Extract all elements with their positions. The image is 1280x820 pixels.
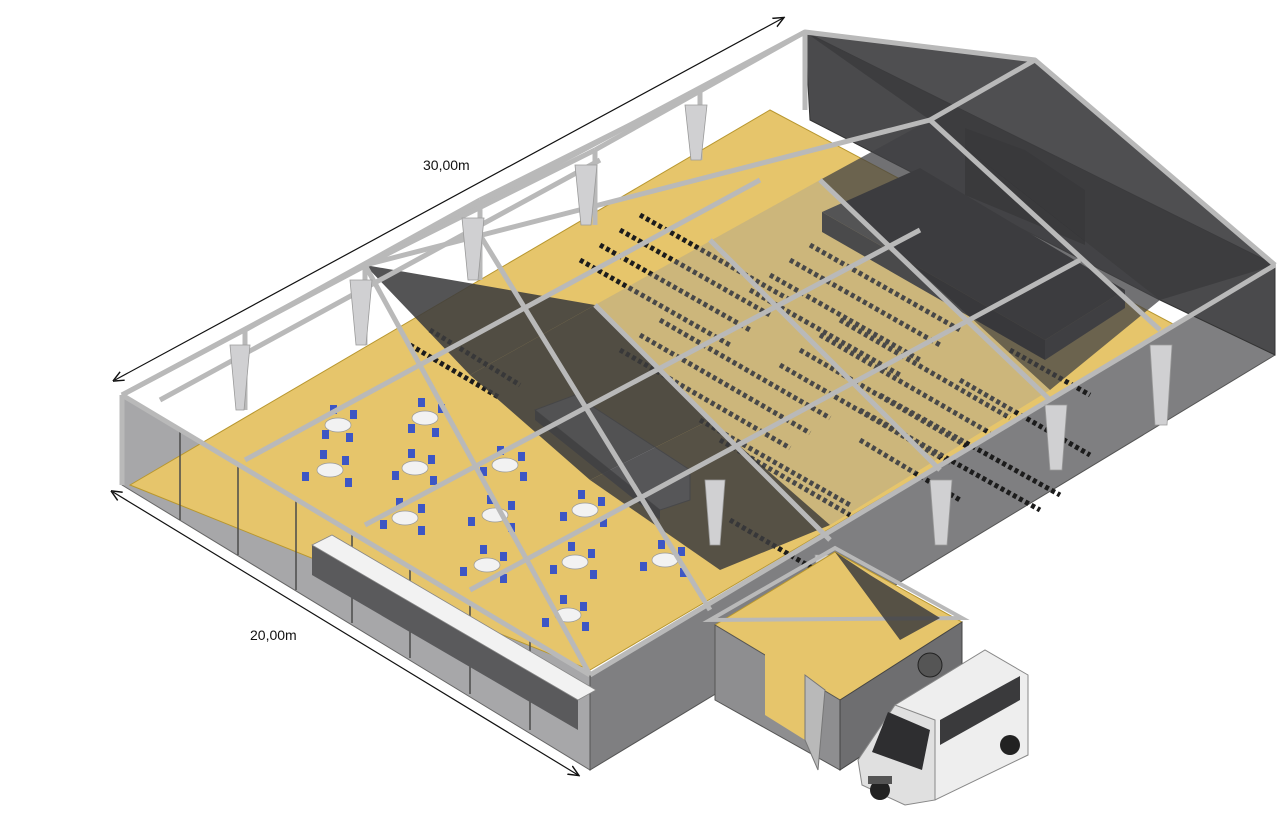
- wheel-icon: [870, 780, 890, 800]
- grille: [868, 776, 892, 784]
- width-dimension-label: 20,00m: [250, 627, 297, 643]
- width-dimension-arrow: [113, 492, 578, 775]
- wheel-icon: [1000, 735, 1020, 755]
- windshield: [872, 712, 930, 770]
- length-dimension-arrow: [115, 18, 783, 380]
- entrance-door: [804, 674, 826, 771]
- entrance-door-opening: [765, 650, 805, 740]
- tent-frame: [119, 29, 1277, 678]
- minibus-vehicle: [857, 649, 1029, 806]
- side-windows: [940, 676, 1020, 745]
- roof-membrane: [365, 32, 1275, 570]
- window-circle-icon: [917, 652, 943, 678]
- entrance-pavilion: [702, 545, 970, 771]
- length-dimension-label: 30,00m: [423, 157, 470, 173]
- banquet-area: [302, 398, 687, 631]
- curtain-drapes: [229, 104, 1173, 601]
- buffet-counter: [311, 534, 597, 730]
